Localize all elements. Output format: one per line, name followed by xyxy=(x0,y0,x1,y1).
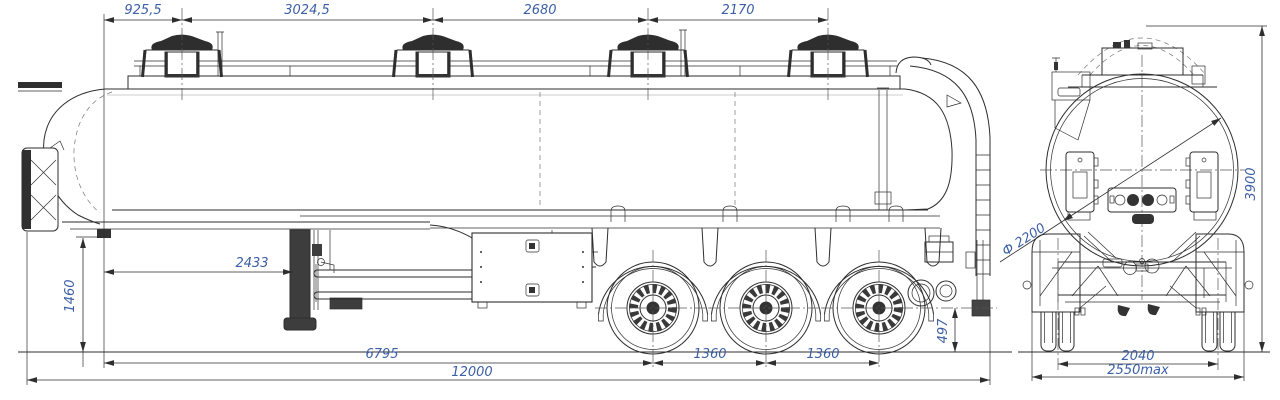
manhole-centerlines xyxy=(181,8,829,102)
dim-overall-height: 3900 xyxy=(1244,167,1259,200)
suspension-hanger xyxy=(924,227,942,267)
suspension-hanger xyxy=(701,227,719,267)
dim-overall-width: 2550max xyxy=(1107,363,1169,378)
dim-overall-length: 12000 xyxy=(451,365,492,380)
dim-manhole1-2: 3024,5 xyxy=(284,3,330,18)
plate-light xyxy=(1102,258,1123,268)
front-bumper xyxy=(18,82,65,232)
rear-manhole xyxy=(1101,47,1184,76)
chassis-frame xyxy=(300,205,942,268)
rear-wheel-centerlines xyxy=(1057,238,1219,370)
bogie xyxy=(595,250,997,368)
rear-fenders xyxy=(1022,233,1254,313)
dim-kingpin-to-first-axle: 6795 xyxy=(365,347,398,362)
dim-axle-spacing-2: 1360 xyxy=(806,347,839,362)
dim-axle-center-height: 497 xyxy=(936,318,951,344)
side-view xyxy=(18,29,1012,368)
walkway xyxy=(127,60,901,90)
kingpin-plate xyxy=(62,221,430,238)
rear-ladder xyxy=(895,56,991,276)
suspension-hanger xyxy=(591,227,609,267)
dim-fifth-wheel-height: 1460 xyxy=(63,279,78,312)
dim-wheel-track: 2040 xyxy=(1121,349,1154,364)
rear-top-equipment xyxy=(1051,37,1217,141)
dimensions: 925,5 3024,5 2680 2170 1460 2433 6795 13… xyxy=(26,3,1267,385)
toolbox xyxy=(471,232,593,309)
mudflap-hook xyxy=(1147,304,1160,316)
dim-manhole2-3: 2680 xyxy=(523,3,556,18)
right-bracket xyxy=(1191,65,1206,85)
dim-kingpin-to-manhole1: 925,5 xyxy=(124,3,161,18)
dim-axle-spacing-1: 1360 xyxy=(693,347,726,362)
tank-body xyxy=(43,88,962,225)
mudflap-hook xyxy=(1117,305,1130,317)
landing-gear xyxy=(283,229,363,331)
dim-kingpin-to-landing-gear: 2433 xyxy=(235,256,268,271)
suspension-hanger xyxy=(814,227,832,267)
rear-view xyxy=(1018,37,1270,370)
rear-piping xyxy=(874,87,991,317)
dim-manhole3-4: 2170 xyxy=(721,3,754,18)
